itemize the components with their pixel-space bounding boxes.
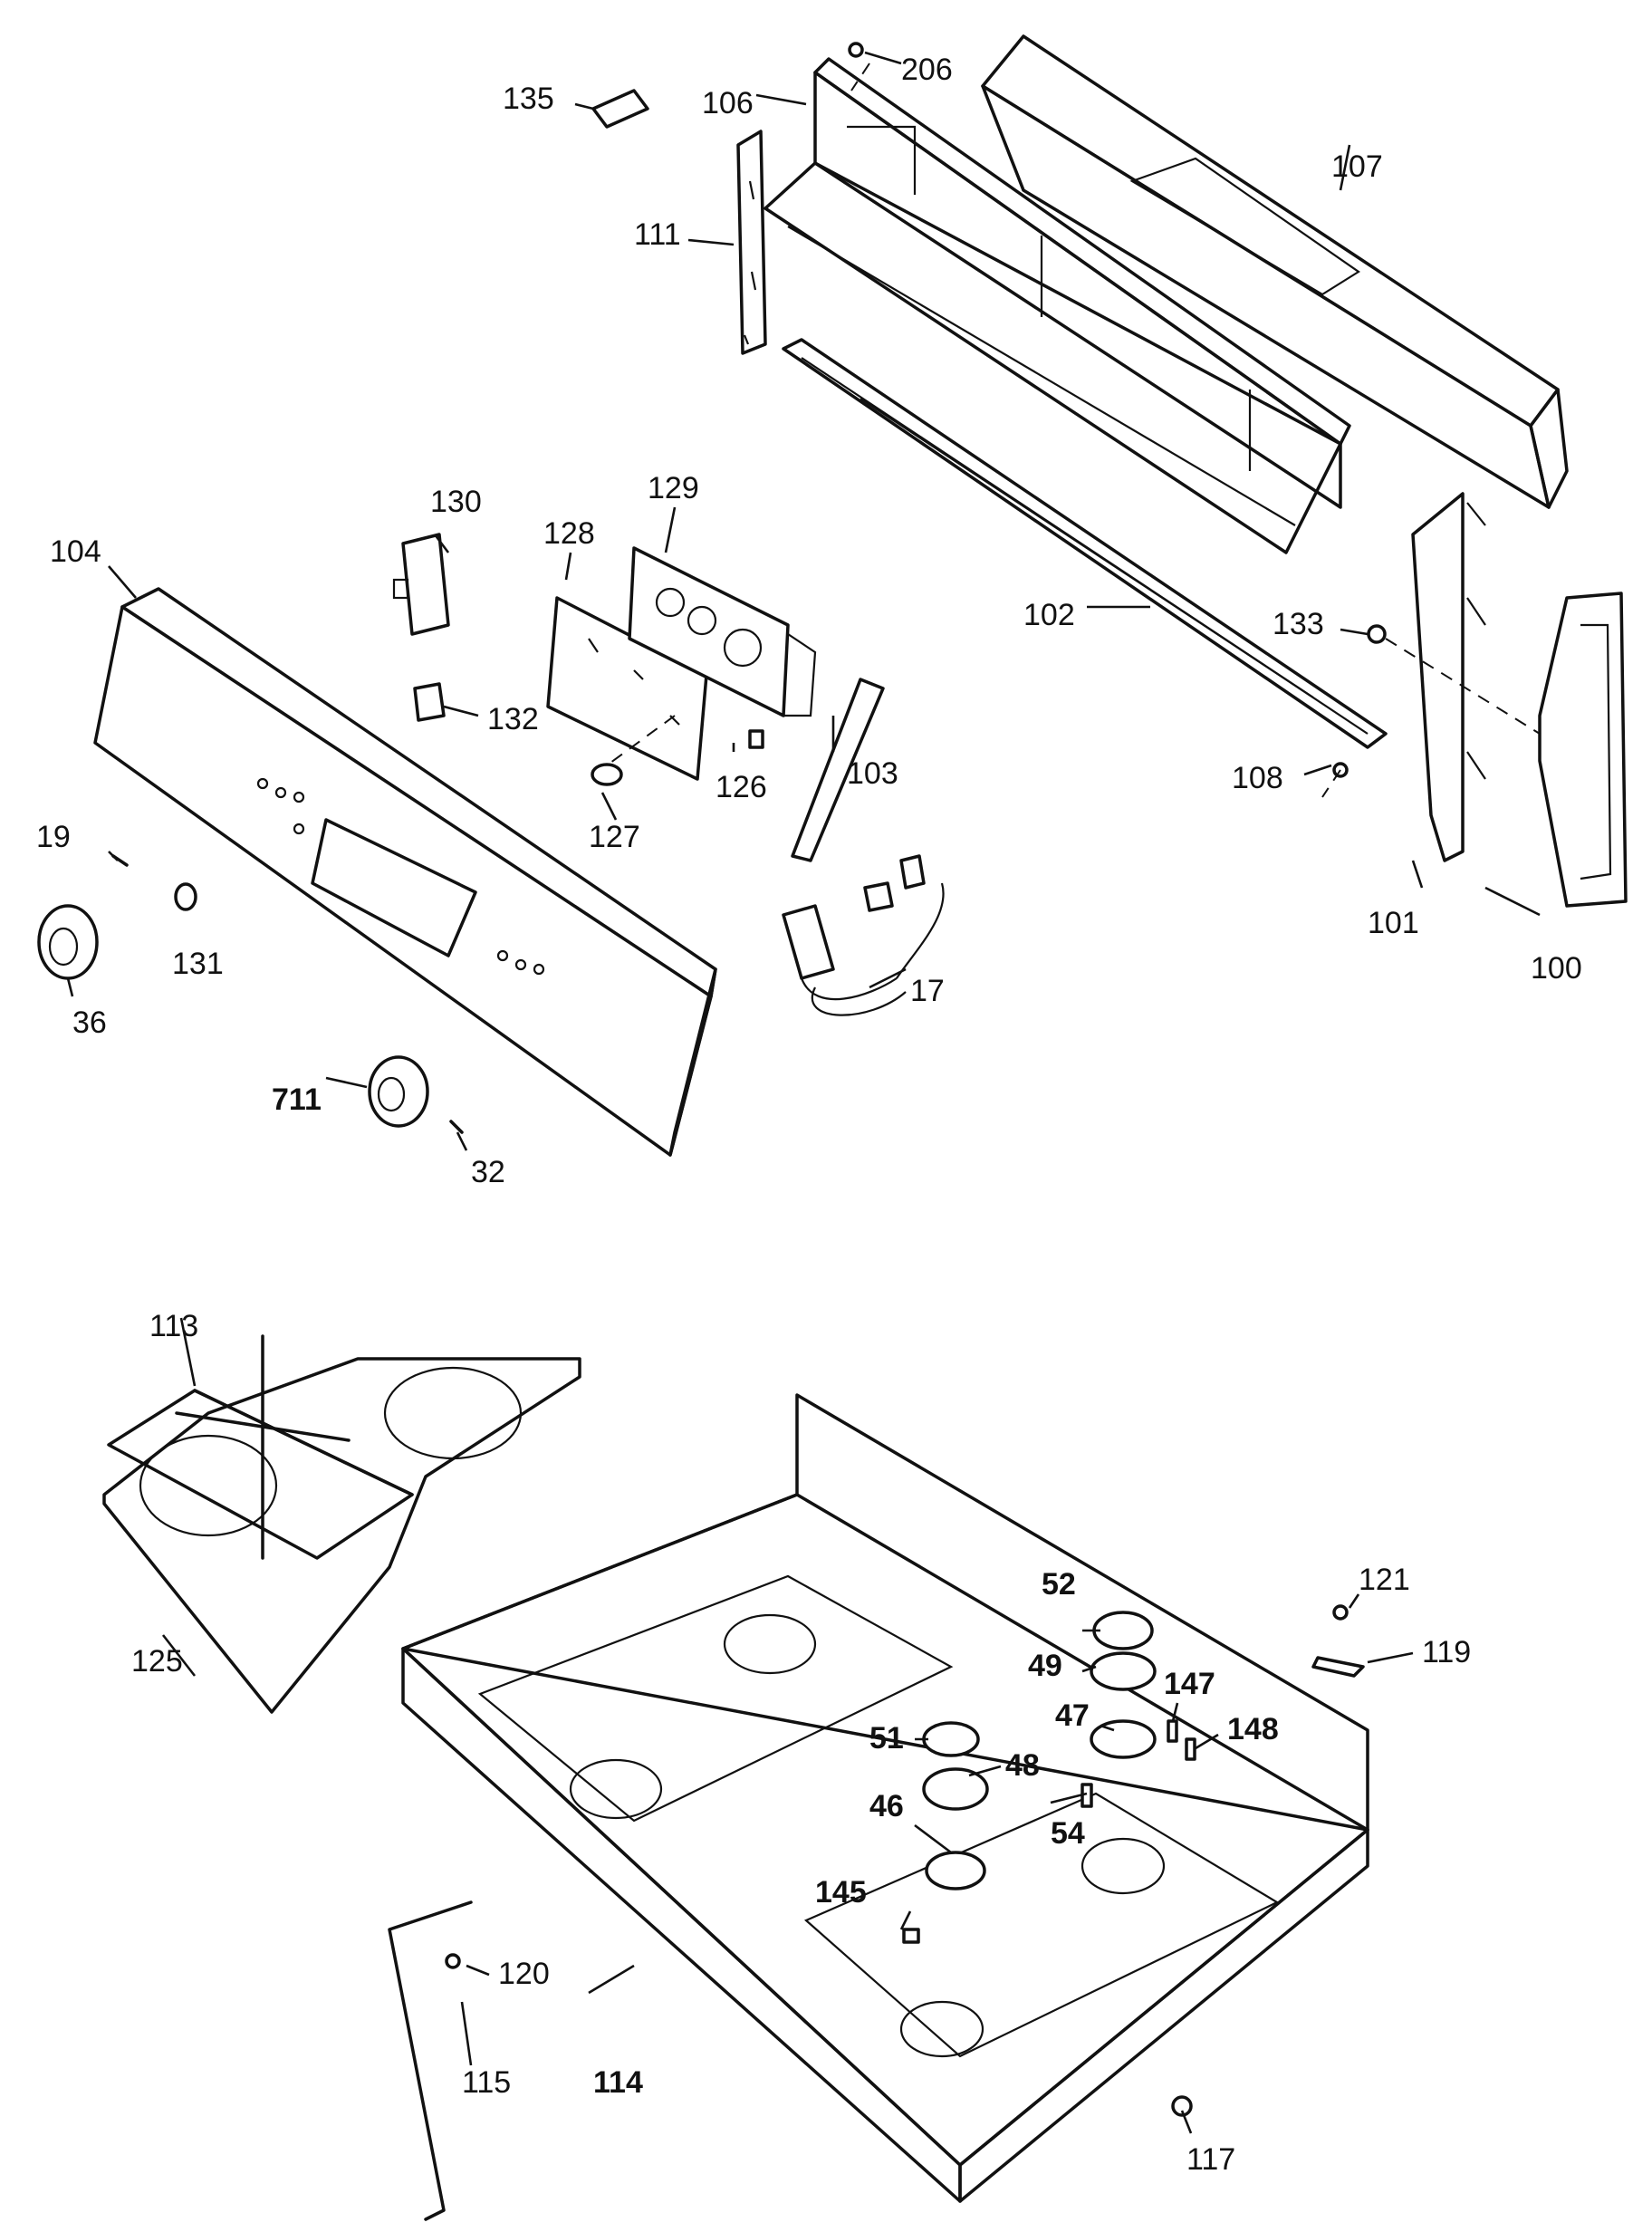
- callout-117: 117: [1186, 2142, 1235, 2177]
- callout-115: 115: [462, 2065, 511, 2100]
- part-grate: [107, 1334, 414, 1560]
- callout-111: 111: [634, 217, 681, 252]
- callout-129: 129: [648, 471, 699, 505]
- part-rod-115: [388, 1900, 473, 2221]
- part-drip-tray: [102, 1357, 581, 1714]
- part-burner-head-49: [1090, 1651, 1157, 1691]
- callout-147: 147: [1164, 1667, 1215, 1701]
- callout-120: 120: [498, 1957, 550, 1991]
- part-knob-711: [368, 1055, 429, 1128]
- callout-125: 125: [131, 1644, 183, 1679]
- part-end-cap: [1538, 592, 1628, 908]
- part-burner-cap-52: [1092, 1611, 1154, 1650]
- part-small-switch: [413, 682, 446, 722]
- part-timer-switch: [392, 533, 450, 636]
- part-electrode-148: [1185, 1737, 1196, 1761]
- callout-106: 106: [702, 86, 754, 120]
- part-burner-head-48: [922, 1767, 989, 1811]
- callout-49: 49: [1028, 1649, 1062, 1683]
- part-clip: [748, 729, 764, 749]
- callout-206: 206: [901, 53, 953, 87]
- part-burner-base-46: [925, 1851, 986, 1890]
- part-hinge: [591, 89, 649, 129]
- callout-101: 101: [1368, 906, 1419, 940]
- part-control-panel: [93, 587, 717, 1157]
- callout-130: 130: [430, 485, 482, 519]
- part-plug: [174, 882, 197, 911]
- callout-104: 104: [50, 534, 101, 569]
- callout-labels: 100 101 102 103 104 106 107 108 111 113 …: [36, 53, 1582, 2177]
- callout-131: 131: [172, 947, 224, 981]
- part-lower-trim: [782, 338, 1388, 749]
- callout-145: 145: [815, 1875, 867, 1910]
- callout-128: 128: [543, 516, 595, 551]
- callout-32: 32: [471, 1155, 505, 1189]
- callout-51: 51: [869, 1721, 904, 1756]
- callout-48: 48: [1005, 1748, 1040, 1783]
- callout-135: 135: [503, 82, 554, 116]
- callout-108: 108: [1232, 761, 1283, 795]
- callout-127: 127: [589, 820, 640, 854]
- part-left-bracket: [736, 130, 767, 355]
- callout-133: 133: [1273, 607, 1324, 641]
- part-orifice-145: [902, 1928, 920, 1944]
- callout-19: 19: [36, 820, 71, 854]
- part-bracket-119: [1311, 1656, 1365, 1678]
- callout-54: 54: [1051, 1816, 1085, 1851]
- part-cooktop: [401, 1393, 1369, 2203]
- callout-46: 46: [869, 1789, 904, 1823]
- callout-36: 36: [72, 1005, 107, 1040]
- part-screw-121: [1332, 1604, 1349, 1621]
- part-screw-206: [848, 42, 864, 58]
- part-backsplash: [764, 57, 1351, 554]
- part-burner-base-47: [1090, 1719, 1157, 1759]
- part-knob-36: [37, 904, 99, 980]
- part-igniter-switch: [782, 854, 945, 1016]
- callout-103: 103: [847, 756, 898, 791]
- part-electrode-147: [1167, 1719, 1178, 1743]
- callout-47: 47: [1055, 1698, 1090, 1733]
- callout-126: 126: [716, 770, 767, 804]
- callout-132: 132: [487, 702, 539, 736]
- part-burner-cap-51: [922, 1721, 980, 1757]
- part-right-bracket: [1411, 492, 1486, 862]
- callout-114: 114: [593, 2065, 643, 2100]
- part-screw-120: [445, 1953, 461, 1969]
- callout-52: 52: [1042, 1567, 1076, 1602]
- part-bulb: [591, 763, 623, 786]
- callout-148: 148: [1227, 1712, 1279, 1746]
- callout-119: 119: [1422, 1635, 1471, 1669]
- callout-121: 121: [1359, 1563, 1410, 1597]
- callout-100: 100: [1531, 951, 1582, 986]
- callout-102: 102: [1023, 598, 1075, 632]
- callout-107: 107: [1331, 149, 1383, 184]
- callout-711: 711: [272, 1082, 322, 1117]
- part-screw-32: [449, 1120, 464, 1134]
- callout-113: 113: [149, 1309, 198, 1343]
- part-rear-cover: [981, 34, 1569, 509]
- part-clock: [628, 546, 817, 717]
- part-bracket-arm: [791, 678, 885, 862]
- part-screw-133: [1367, 624, 1387, 644]
- leader-lines: [66, 51, 1541, 2134]
- part-nut-117: [1171, 2095, 1193, 2117]
- callout-17: 17: [910, 974, 945, 1008]
